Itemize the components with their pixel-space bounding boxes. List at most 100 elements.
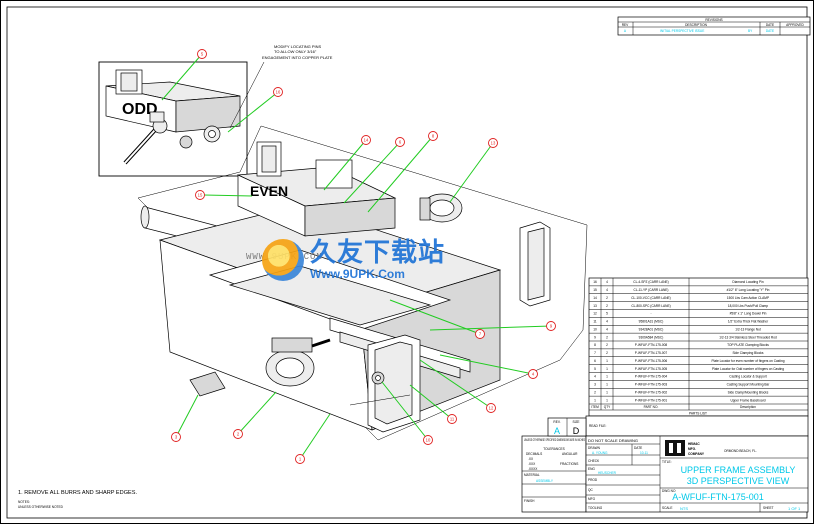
parts-row-8-col-2: P-WFUF-FTN-175-008 bbox=[635, 343, 668, 347]
svg-text:15: 15 bbox=[198, 193, 203, 198]
parts-row-2-col-3: Side Clamp/Mounting Blocks bbox=[728, 390, 769, 394]
parts-row-10-col-3: 1/2-13 Flange Nut bbox=[735, 327, 761, 331]
parts-row-14-col-3: 1500 Lbs Cam Action CLAMP bbox=[727, 296, 769, 300]
notes-label: NOTES: bbox=[18, 500, 30, 504]
tol-finish: FINISH bbox=[524, 499, 535, 503]
do-not-scale: DO NOT SCALE DRAWING bbox=[588, 438, 638, 443]
balloon-2 bbox=[233, 429, 243, 439]
parts-row-15-col-1: 4 bbox=[606, 288, 608, 292]
parts-row-4-col-1: 1 bbox=[606, 375, 608, 379]
even-label: EVEN bbox=[250, 183, 288, 199]
parts-row-14-col-1: 2 bbox=[606, 296, 608, 300]
svg-text:16: 16 bbox=[276, 90, 281, 95]
parts-row-1-col-2: P-WFUF-FTN-175-001 bbox=[635, 398, 668, 402]
tol-xx: .XXX bbox=[528, 462, 536, 466]
parts-row-11-col-0: 11 bbox=[593, 320, 597, 324]
company-logo bbox=[665, 440, 685, 456]
parts-row-13-col-0: 13 bbox=[593, 304, 597, 308]
rev-label: REV. bbox=[553, 420, 560, 424]
size-label: SIZE bbox=[572, 420, 579, 424]
parts-row-12-col-1: 5 bbox=[606, 312, 608, 316]
balloon-14 bbox=[361, 135, 371, 145]
parts-row-16-col-3: Diamond Locating Pin bbox=[732, 280, 763, 284]
detail-view: ODD MODIFY LOCATING PINS TO ALLOW ONLY 3… bbox=[98, 44, 333, 177]
svg-text:2: 2 bbox=[237, 432, 240, 437]
parts-row-9-col-3: 1/2-13 3/4 Stainless Steel Threaded Rod bbox=[719, 335, 777, 339]
parts-row-10-col-0: 10 bbox=[593, 327, 597, 331]
read-file-label: READ FILE: bbox=[589, 424, 606, 428]
balloon-13 bbox=[488, 138, 498, 148]
parts-list-title: PARTS LIST bbox=[689, 412, 707, 416]
note-modify-line2: TO ALLOW ONLY 3/16" bbox=[274, 49, 317, 54]
revisions-table: REVISIONS REV DESCRIPTION DATE APPROVED … bbox=[617, 16, 811, 36]
parts-row-7-col-2: P-WFUF-FTN-175-007 bbox=[635, 351, 668, 355]
approved-col-header: APPROVED bbox=[786, 23, 804, 27]
prod-label: PROD bbox=[588, 478, 598, 482]
balloon-1 bbox=[295, 454, 305, 464]
scale-label: SCALE bbox=[662, 506, 672, 510]
rev-cell: A bbox=[624, 29, 627, 33]
svg-text:11: 11 bbox=[450, 417, 455, 422]
parts-row-8-col-3: TOP PLATE Clamping Blocks bbox=[727, 343, 769, 347]
svg-text:6: 6 bbox=[399, 140, 402, 145]
parts-row-9-col-1: 2 bbox=[606, 335, 608, 339]
balloons: 5 16 15 14 6 8 13 7 9 4 12 11 bbox=[161, 49, 556, 464]
parts-row-16-col-0: 16 bbox=[593, 280, 597, 284]
watermark: 久友下载站 Www.9UPK.Com bbox=[262, 236, 502, 284]
svg-text:7: 7 bbox=[479, 332, 482, 337]
balloon-15 bbox=[195, 190, 205, 200]
inner-border bbox=[6, 6, 808, 519]
parts-row-13-col-3: 18,000 Lbs Push/Pull Clamp bbox=[728, 304, 768, 308]
parts-row-10-col-2: 93428A01 (MSC) bbox=[639, 327, 664, 331]
parts-row-14-col-0: 14 bbox=[593, 296, 597, 300]
check-label: CHECK bbox=[588, 459, 600, 463]
eng-label: ENG bbox=[588, 467, 595, 471]
balloon-6 bbox=[395, 137, 405, 147]
tol-angular: ANGULAR bbox=[562, 452, 578, 456]
drawn-value: A. YOUNG bbox=[592, 451, 608, 455]
parts-row-4-col-3: Casting Locator & Support bbox=[729, 375, 767, 379]
watermark-logo-icon bbox=[262, 239, 304, 281]
rev-col-header: REV bbox=[622, 23, 629, 27]
odd-label: ODD bbox=[122, 101, 158, 118]
parts-row-5-col-1: 1 bbox=[606, 367, 608, 371]
parts-row-4-col-0: 4 bbox=[594, 375, 596, 379]
note-modify-line3: ENGAGEMENT INTO COPPER PLATE bbox=[262, 55, 333, 60]
balloon-8 bbox=[428, 131, 438, 141]
watermark-chinese-text: 久友下载站 bbox=[310, 238, 446, 268]
parts-row-1-col-0: 1 bbox=[594, 398, 596, 402]
tol-title: TOLERANCES bbox=[543, 447, 565, 451]
svg-text:13: 13 bbox=[491, 141, 496, 146]
svg-text:14: 14 bbox=[364, 138, 369, 143]
parts-row-3-col-2: P-WFUF-FTN-175-003 bbox=[635, 383, 668, 387]
parts-row-15-col-3: #1/2" 6" Long Locating "Y" Pin bbox=[727, 288, 770, 292]
parts-row-15-col-2: CL-11-YP (CARR LANE) bbox=[634, 288, 669, 292]
parts-row-9-col-0: 9 bbox=[594, 335, 596, 339]
tol-material: MATERIAL bbox=[524, 473, 540, 477]
parts-row-6-col-1: 1 bbox=[606, 359, 608, 363]
tol-head: UNLESS OTHERWISE SPECIFIED DIMENSIONS AR… bbox=[524, 438, 585, 442]
company-name-2: MFG. bbox=[688, 447, 696, 451]
sheet-value: 1 OF 1 bbox=[788, 506, 801, 511]
title-line2: 3D PERSPECTIVE VIEW bbox=[687, 476, 790, 486]
tol-fractions: FRACTIONS bbox=[560, 462, 578, 466]
dwg-number: A-WFUF-FTN-175-001 bbox=[672, 492, 764, 502]
title-line1: UPPER FRAME ASSEMBLY bbox=[681, 465, 796, 475]
balloon-12 bbox=[486, 403, 496, 413]
parts-row-13-col-2: CL-800-SPC (CARR LANE) bbox=[631, 304, 670, 308]
parts-row-11-col-2: 95801A31 (MSC) bbox=[639, 320, 664, 324]
date-value: 10-11 bbox=[640, 451, 648, 455]
rev-date-cell: DATE bbox=[766, 29, 774, 33]
parts-row-8-col-1: 2 bbox=[606, 343, 608, 347]
parts-row-15-col-0: 15 bbox=[593, 288, 597, 292]
parts-row-10-col-1: 4 bbox=[606, 327, 608, 331]
parts-list-table: PARTS LIST ITEM QTY PART NO. Description… bbox=[588, 277, 809, 417]
title-label: TITLE: bbox=[662, 460, 672, 464]
parts-row-2-col-0: 2 bbox=[594, 390, 596, 394]
tolerance-block: UNLESS OTHERWISE SPECIFIED DIMENSIONS AR… bbox=[521, 435, 587, 513]
balloon-9 bbox=[546, 321, 556, 331]
parts-row-1-col-1: 1 bbox=[606, 398, 608, 402]
title-block: DO NOT SCALE DRAWING DRAWN A. YOUNG DATE… bbox=[585, 435, 809, 513]
parts-row-6-col-3: Plate Locator for even number of fingers… bbox=[712, 359, 785, 363]
revisions-title: REVISIONS bbox=[705, 18, 722, 22]
